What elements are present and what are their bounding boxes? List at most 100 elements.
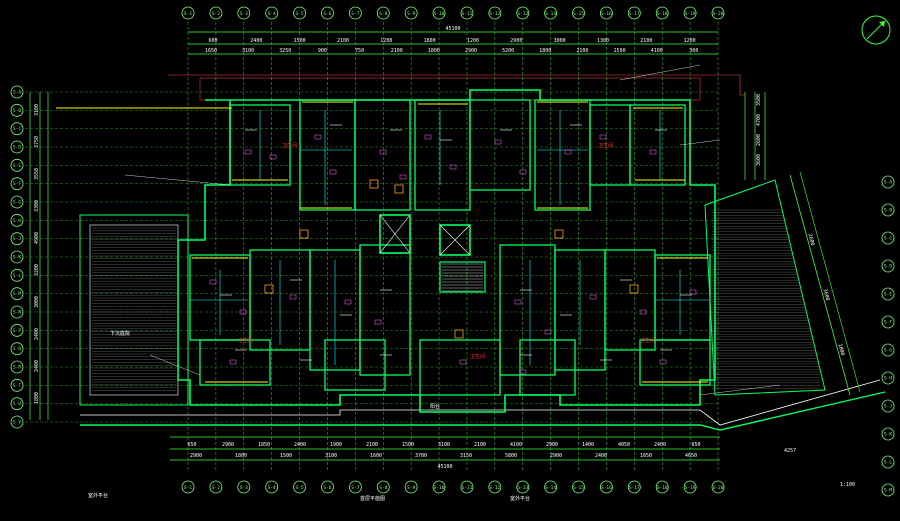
fixture-mark: [289, 294, 297, 300]
fixture-mark: [519, 369, 527, 375]
axis-bubble-label: S-15: [573, 485, 584, 491]
axis-bubble-left: [10, 287, 24, 301]
room-wall: [519, 339, 576, 396]
axis-bubble-label: S-9: [407, 485, 415, 491]
dim-bottom-row2: 2400: [595, 453, 607, 459]
dim-top-row1: 1200: [684, 38, 696, 44]
right-terrace-border: [704, 179, 826, 396]
fixture-mark: [459, 359, 467, 365]
axis-bubble-bottom: [237, 480, 251, 494]
axis-bubble-label: S-2: [212, 11, 220, 17]
dim-top-row1: 2400: [250, 38, 262, 44]
center-label: 阳台: [430, 403, 440, 410]
fixture-mark: [314, 134, 322, 140]
toilet-fixture: [369, 179, 379, 189]
toilet-fixture: [554, 229, 564, 239]
red-room-label-1: 卫生间: [282, 142, 297, 149]
dim-bottom-total: 45100: [437, 464, 452, 470]
axis-bubble-label: S-N: [13, 310, 21, 316]
axis-bubble-bottom: [181, 480, 195, 494]
axis-bubble-label: S-H: [13, 218, 21, 224]
axis-bubble-bottom: [711, 480, 725, 494]
axis-bubble-label: S-8: [379, 485, 387, 491]
fixture-mark: [374, 319, 382, 325]
axis-bubble-label: S-T: [13, 383, 21, 389]
axis-bubble-left: [10, 195, 24, 209]
axis-bubble-label: S-D: [13, 145, 21, 151]
axis-bubble-label: S-20: [713, 11, 724, 17]
axis-bubble-label: S-D: [884, 264, 892, 270]
axis-bubble-left: [10, 213, 24, 227]
axis-bubble-label: S-19: [685, 11, 696, 17]
toilet-fixture: [264, 284, 274, 294]
fixture-mark: [639, 309, 647, 315]
dim-right-value: 3500: [756, 94, 762, 106]
axis-bubble-left: [10, 85, 24, 99]
dimension-lines: [29, 31, 861, 461]
room-wall: [324, 339, 386, 391]
dim-top-row2: 750: [355, 48, 364, 54]
axis-bubble-label: S-14: [545, 485, 556, 491]
axis-bubble-label: S-17: [629, 11, 640, 17]
toilet-fixture: [299, 229, 309, 239]
leader-line: [679, 139, 721, 146]
stair-well: [439, 261, 486, 293]
axis-bubble-left: [10, 397, 24, 411]
axis-bubble-label: S-3: [240, 11, 248, 17]
axis-bubble-label: S-J: [884, 404, 892, 410]
axis-bubble-right: [881, 427, 895, 441]
axis-bubble-bottom: [460, 480, 474, 494]
axis-bubble-label: S-B: [13, 108, 21, 114]
fixture-mark: [229, 359, 237, 365]
bottom-note-2: 首层平面图: [360, 495, 385, 502]
dim-left-value: 1800: [34, 392, 40, 404]
axis-bubble-label: S-B: [884, 208, 892, 214]
axis-bubble-top: [181, 6, 195, 20]
fixture-mark: [659, 359, 667, 365]
fixture-mark: [599, 134, 607, 140]
axis-bubble-left: [10, 268, 24, 282]
axis-bubble-label: S-C: [13, 126, 21, 132]
axis-bubble-left: [10, 177, 24, 191]
axis-bubble-label: S-E: [13, 163, 21, 169]
dim-top-row1: 3000: [554, 38, 566, 44]
axis-bubble-label: S-3: [240, 485, 248, 491]
dim-top-row1: 1200: [467, 38, 479, 44]
dim-bottom-row1: 650: [691, 442, 700, 448]
dim-bottom-row2: 1600: [370, 453, 382, 459]
fixture-mark: [544, 329, 552, 335]
toilet-fixture: [394, 184, 404, 194]
axis-bubble-label: S-A: [884, 180, 892, 186]
dim-top-row2: 1800: [539, 48, 551, 54]
dim-top-row2: 5200: [502, 48, 514, 54]
axis-bubble-top: [237, 6, 251, 20]
dim-bottom-row1: 2400: [294, 442, 306, 448]
axis-bubble-label: S-17: [629, 485, 640, 491]
dim-diag-value: 2600: [807, 233, 816, 246]
axis-bubble-top: [544, 6, 558, 20]
axis-bubble-label: S-L: [13, 273, 21, 279]
axis-bubble-left: [10, 378, 24, 392]
axis-bubble-label: S-M: [884, 488, 892, 494]
fixture-mark: [649, 149, 657, 155]
axis-bubble-bottom: [209, 480, 223, 494]
dim-bottom-row1: 2100: [366, 442, 378, 448]
dim-bottom-row1: 1500: [402, 442, 414, 448]
axis-bubble-label: S-2: [212, 485, 220, 491]
axis-bubble-top: [404, 6, 418, 20]
axis-bubble-right: [881, 455, 895, 469]
leader-line: [699, 384, 781, 396]
axis-bubble-bottom: [265, 480, 279, 494]
dim-diag-value: 3600: [822, 288, 831, 301]
dim-top-row2: 4100: [651, 48, 663, 54]
room-wall: [639, 339, 711, 386]
dim-top-row2: 300: [689, 48, 698, 54]
axis-bubble-label: S-F: [13, 181, 21, 187]
axis-bubble-label: S-11: [462, 11, 473, 17]
axis-bubble-right: [881, 231, 895, 245]
axis-bubble-label: S-16: [601, 485, 612, 491]
dim-bottom-row2: 3150: [460, 453, 472, 459]
